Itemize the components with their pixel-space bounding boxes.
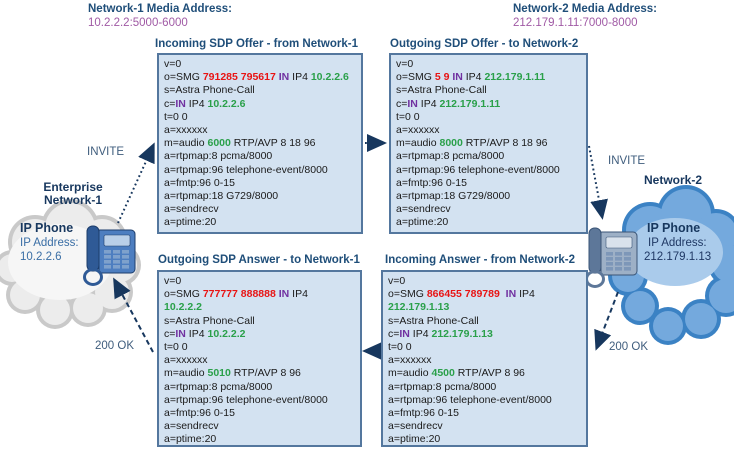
sdp-line: o=SMG 5 9 IN IP4 212.179.1.11 [396, 71, 546, 84]
heading-incoming-offer: Incoming SDP Offer - from Network-1 [155, 38, 358, 50]
sdp-line: o=SMG 866455 789789 IN IP4 [388, 288, 535, 301]
invite-label-right: INVITE [608, 155, 646, 167]
heading-outgoing-answer: Outgoing SDP Answer - to Network-1 [158, 254, 360, 266]
sdp-line: a=xxxxxx [164, 354, 208, 367]
sdp-line: o=SMG 791285 795617 IN IP4 10.2.2.6 [164, 71, 349, 84]
sdp-line: m=audio 5010 RTP/AVP 8 96 [164, 367, 301, 380]
invite-arrow-left [117, 142, 155, 224]
sdp-line: a=rtpmap:96 telephone-event/8000 [164, 393, 328, 406]
network2-media-address: 212.179.1.11:7000-8000 [513, 17, 638, 29]
heading-outgoing-offer: Outgoing SDP Offer - to Network-2 [390, 38, 579, 50]
enterprise-label-line2: Network-1 [43, 193, 102, 207]
sdp-line: a=sendrecv [396, 203, 451, 216]
enterprise-network1-label: Enterprise Network-1 [18, 181, 128, 207]
sdp-line: a=xxxxxx [164, 124, 208, 137]
sdp-line: a=rtpmap:18 G729/8000 [164, 190, 279, 203]
network2-label: Network-2 [644, 173, 703, 187]
sdp-line: a=ptime:20 [164, 433, 217, 446]
sdp-line: c=IN IP4 10.2.2.6 [164, 97, 246, 110]
right-cloud-ip: 212.179.1.13 [644, 251, 712, 263]
left-cloud-device-title: IP Phone [20, 221, 74, 235]
ok-arrow-left [113, 277, 154, 353]
sdp-line: a=rtpmap:8 pcma/8000 [396, 150, 505, 163]
sdp-line: s=Astra Phone-Call [396, 84, 487, 97]
sdp-line: s=Astra Phone-Call [164, 314, 255, 327]
sdp-line: v=0 [388, 275, 406, 287]
sdp-line: a=rtpmap:8 pcma/8000 [164, 150, 273, 163]
sdp-line: t=0 0 [164, 341, 188, 354]
left-cloud-address-label: IP Address: [20, 237, 79, 249]
invite-arrow-right [588, 145, 608, 220]
sdp-line: a=fmtp:96 0-15 [396, 176, 467, 189]
sdp-line: a=rtpmap:96 telephone-event/8000 [164, 163, 328, 176]
sdp-line: a=rtpmap:8 pcma/8000 [164, 380, 273, 393]
sdp-line: m=audio 4500 RTP/AVP 8 96 [388, 367, 525, 380]
sdp-line: s=Astra Phone-Call [388, 314, 479, 327]
sdp-line: t=0 0 [388, 341, 412, 354]
sdp-line: t=0 0 [396, 110, 420, 123]
sdp-line: a=sendrecv [388, 420, 443, 433]
sdp-line: m=audio 8000 RTP/AVP 8 18 96 [396, 137, 548, 150]
sdp-line: v=0 [164, 58, 182, 70]
sdp-line: a=ptime:20 [396, 216, 449, 229]
sdp-line: a=fmtp:96 0-15 [164, 407, 235, 420]
sdp-line: a=rtpmap:96 telephone-event/8000 [388, 393, 552, 406]
sdp-line: a=sendrecv [164, 203, 219, 216]
sdp-line: a=rtpmap:18 G729/8000 [396, 190, 511, 203]
network1-media-address: 10.2.2.2:5000-6000 [88, 17, 188, 29]
enterprise-label-line1: Enterprise [43, 180, 103, 194]
sdp-line: a=sendrecv [164, 420, 219, 433]
sdp-line: a=fmtp:96 0-15 [164, 176, 235, 189]
sdp-line: m=audio 6000 RTP/AVP 8 18 96 [164, 137, 316, 150]
sdp-line: a=ptime:20 [164, 216, 217, 229]
sdp-line: 10.2.2.2 [164, 301, 202, 314]
sdp-line: c=IN IP4 212.179.1.13 [388, 327, 493, 340]
network2-media-title: Network-2 Media Address: [513, 3, 657, 15]
sdp-line: a=fmtp:96 0-15 [388, 407, 459, 420]
sdp-line: c=IN IP4 212.179.1.11 [396, 97, 501, 110]
invite-label-left: INVITE [87, 146, 125, 158]
network1-media-title: Network-1 Media Address: [88, 3, 232, 15]
ok-label-left: 200 OK [95, 340, 134, 352]
right-cloud-device-title: IP Phone [647, 221, 701, 235]
sdp-line: 212.179.1.13 [388, 301, 450, 314]
sdp-line: v=0 [164, 275, 182, 287]
sdp-line: s=Astra Phone-Call [164, 84, 255, 97]
sdp-line: o=SMG 777777 888888 IN IP4 [164, 288, 308, 301]
sdp-line: a=xxxxxx [396, 124, 440, 137]
right-cloud-address-label: IP Address: [648, 237, 707, 249]
sdp-line: a=xxxxxx [388, 354, 432, 367]
sdp-line: t=0 0 [164, 110, 188, 123]
ok-label-right: 200 OK [609, 341, 648, 353]
ok-arrow-right [594, 291, 619, 351]
sdp-line: a=rtpmap:8 pcma/8000 [388, 380, 497, 393]
left-cloud-ip: 10.2.2.6 [20, 251, 62, 263]
sdp-line: c=IN IP4 10.2.2.2 [164, 327, 246, 340]
sdp-line: a=rtpmap:96 telephone-event/8000 [396, 163, 560, 176]
heading-incoming-answer: Incoming Answer - from Network-2 [385, 254, 575, 266]
sdp-line: v=0 [396, 58, 414, 70]
sdp-line: a=ptime:20 [388, 433, 441, 446]
